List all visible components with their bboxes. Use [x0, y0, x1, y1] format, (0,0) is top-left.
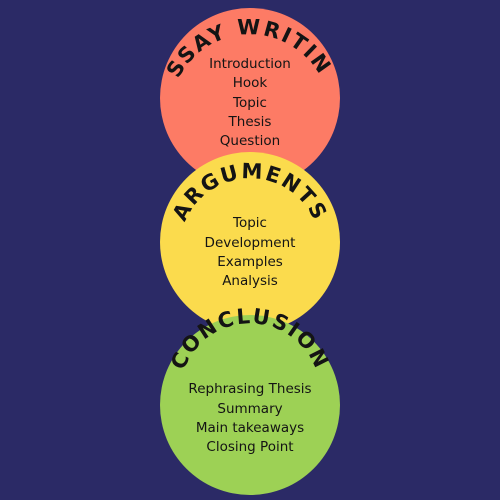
arguments-section: ARGUMENTS Topic Development Examples Ana…	[160, 152, 340, 332]
arguments-item: Examples	[217, 254, 283, 270]
essay-item: Hook	[233, 75, 268, 91]
conclusion-item: Rephrasing Thesis	[188, 381, 311, 397]
essay-writing-section: ESSAY WRITING Introduction Hook Topic Th…	[0, 0, 340, 188]
conclusion-circle	[160, 315, 340, 495]
essay-item: Question	[220, 133, 280, 149]
conclusion-item: Closing Point	[206, 439, 293, 455]
conclusion-section: CONCLUSION Rephrasing Thesis Summary Mai…	[160, 304, 340, 495]
essay-item: Thesis	[228, 114, 272, 130]
arguments-item: Development	[205, 235, 296, 251]
conclusion-item: Summary	[217, 401, 282, 417]
essay-item: Topic	[232, 95, 267, 111]
arguments-item: Topic	[232, 215, 267, 231]
arguments-item: Analysis	[222, 273, 278, 289]
essay-writing-circle	[160, 8, 340, 188]
essay-item: Introduction	[209, 56, 291, 72]
conclusion-item: Main takeaways	[196, 420, 304, 436]
arguments-circle	[160, 152, 340, 332]
